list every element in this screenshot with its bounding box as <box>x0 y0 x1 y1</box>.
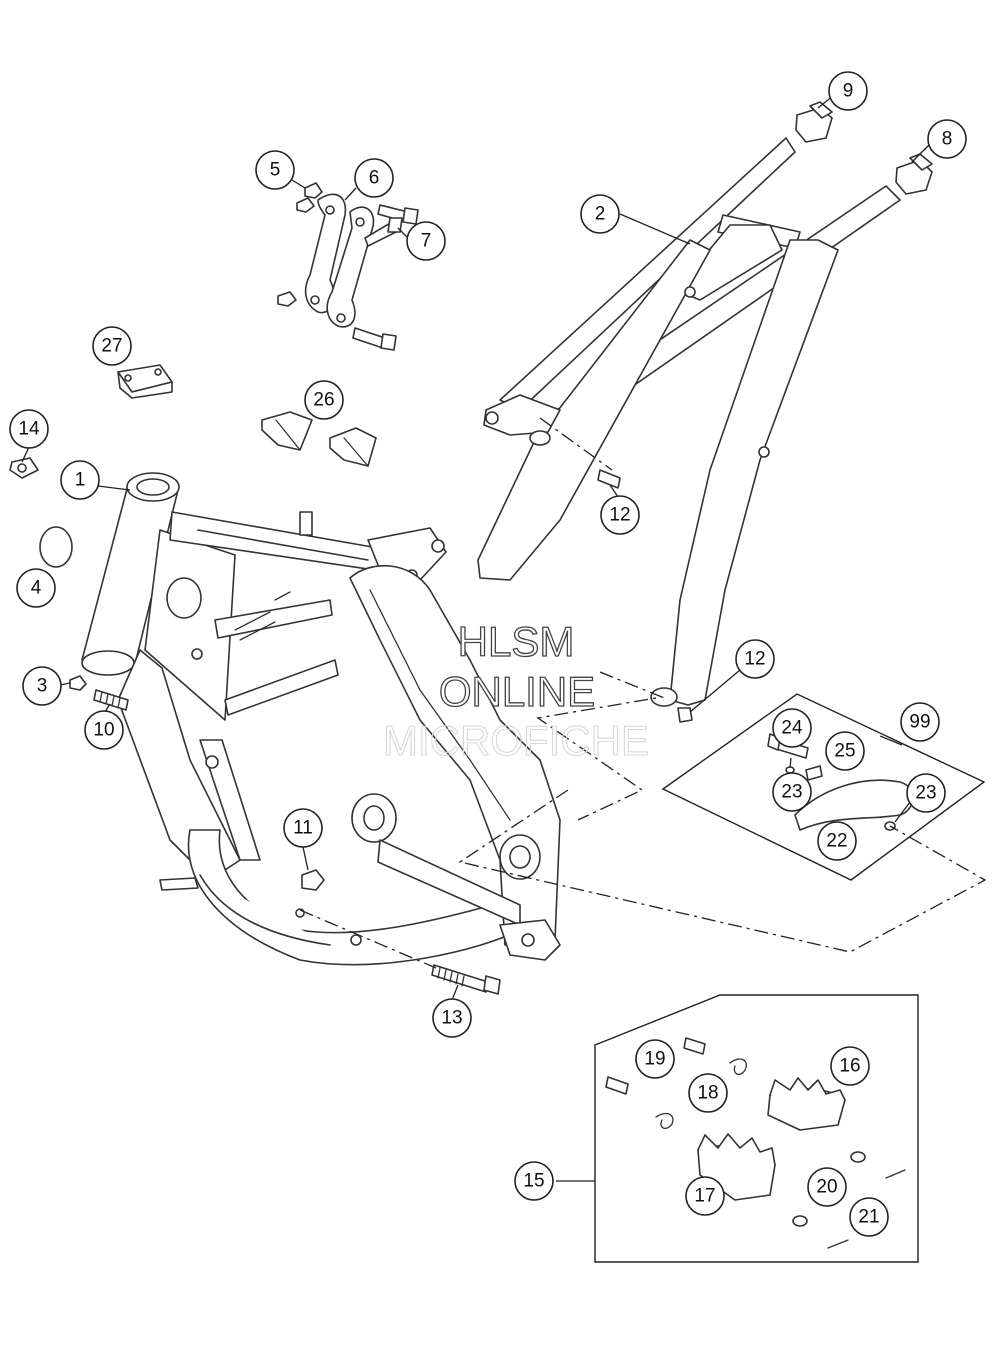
svg-text:5: 5 <box>270 160 281 181</box>
svg-text:9: 9 <box>843 81 854 102</box>
callout-5: 5 <box>255 150 295 190</box>
callout-22: 22 <box>817 821 857 861</box>
svg-text:4: 4 <box>31 578 42 599</box>
svg-text:10: 10 <box>93 720 114 741</box>
svg-text:2: 2 <box>595 204 606 225</box>
svg-text:20: 20 <box>816 1177 837 1198</box>
svg-text:23: 23 <box>915 783 936 804</box>
kit-box-15 <box>594 994 919 1263</box>
callout-99: 99 <box>900 702 940 742</box>
engine-brackets <box>277 182 419 351</box>
svg-text:1: 1 <box>75 470 86 491</box>
svg-text:16: 16 <box>839 1056 860 1077</box>
callout-21: 21 <box>849 1197 889 1237</box>
svg-text:12: 12 <box>609 505 630 526</box>
svg-text:3: 3 <box>37 676 48 697</box>
svg-text:22: 22 <box>826 831 847 852</box>
clip <box>9 457 39 479</box>
callout-9: 9 <box>828 71 868 111</box>
svg-text:19: 19 <box>644 1049 665 1070</box>
watermark-line-1: HLSM <box>458 618 575 665</box>
subframe <box>477 137 901 707</box>
callout-23-right: 23 <box>906 773 946 813</box>
callout-2: 2 <box>580 194 620 234</box>
svg-text:8: 8 <box>942 129 953 150</box>
callout-15: 15 <box>514 1161 554 1201</box>
callout-25: 25 <box>825 731 865 771</box>
svg-text:6: 6 <box>369 168 380 189</box>
callout-6: 6 <box>354 158 394 198</box>
callout-13: 13 <box>432 998 472 1038</box>
callout-14: 14 <box>9 409 49 449</box>
svg-text:14: 14 <box>18 419 40 440</box>
callout-17: 17 <box>685 1176 725 1216</box>
callout-23-left: 23 <box>772 772 812 812</box>
callout-19: 19 <box>635 1039 675 1079</box>
subframe-screws <box>597 469 693 723</box>
watermark: HLSM ONLINE MICROFICHE <box>382 617 649 764</box>
callout-11: 11 <box>283 808 323 848</box>
callout-20: 20 <box>807 1167 847 1207</box>
cover-cap <box>117 364 173 399</box>
callout-1: 1 <box>60 460 100 500</box>
svg-text:15: 15 <box>523 1171 544 1192</box>
assembly-dash-lines <box>299 417 987 969</box>
watermark-line-2: ONLINE <box>439 668 595 715</box>
callout-24: 24 <box>772 708 812 748</box>
nut-11 <box>301 869 325 891</box>
svg-text:11: 11 <box>293 818 313 839</box>
kit-box-99 <box>661 693 986 881</box>
callout-12-lower: 12 <box>735 639 775 679</box>
svg-text:27: 27 <box>101 336 122 357</box>
nut-and-screw-front <box>69 675 129 711</box>
callout-7: 7 <box>406 221 446 261</box>
main-frame <box>81 472 561 966</box>
callout-10: 10 <box>84 710 124 750</box>
long-screw-13 <box>431 964 501 995</box>
sealing-disc <box>39 526 73 568</box>
watermark-line-3: MICROFICHE <box>383 717 649 764</box>
svg-text:18: 18 <box>697 1083 718 1104</box>
svg-text:23: 23 <box>781 782 802 803</box>
svg-text:26: 26 <box>313 390 334 411</box>
protective-pads <box>261 411 377 467</box>
callout-26: 26 <box>304 380 344 420</box>
callout-8: 8 <box>927 119 967 159</box>
svg-text:12: 12 <box>744 649 765 670</box>
svg-text:24: 24 <box>781 718 803 739</box>
svg-text:25: 25 <box>834 741 855 762</box>
callout-18: 18 <box>688 1073 728 1113</box>
svg-text:17: 17 <box>694 1186 715 1207</box>
callout-27: 27 <box>92 326 132 366</box>
callout-16: 16 <box>830 1046 870 1086</box>
callout-12-upper: 12 <box>600 495 640 535</box>
svg-text:21: 21 <box>858 1207 879 1228</box>
svg-text:99: 99 <box>909 712 930 733</box>
grommets <box>795 101 933 195</box>
callout-3: 3 <box>22 666 62 706</box>
callout-4: 4 <box>16 568 56 608</box>
svg-text:13: 13 <box>441 1008 462 1029</box>
svg-text:7: 7 <box>421 231 432 252</box>
